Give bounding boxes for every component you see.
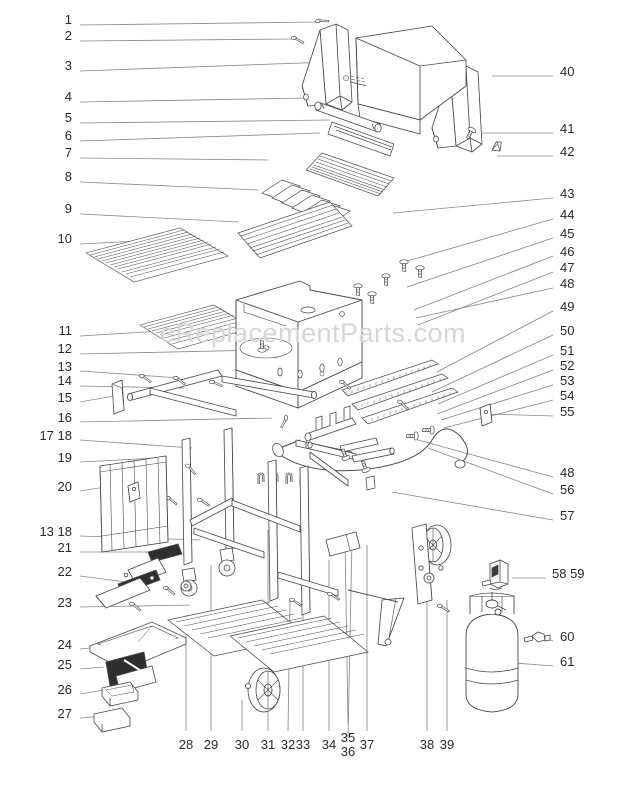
callout-number: 23: [57, 595, 72, 610]
callout-number: 8: [64, 169, 72, 184]
callout-number: 10: [57, 231, 72, 246]
leader-line: [440, 384, 554, 421]
leader-line: [79, 439, 193, 449]
callout-number: 55: [560, 404, 575, 419]
leader-line: [79, 689, 105, 695]
callout-number: 22: [57, 564, 72, 579]
leader-line: [417, 271, 554, 326]
callout-number: 25: [57, 657, 72, 672]
leader-line: [391, 491, 554, 521]
callout-number: 4: [64, 89, 72, 104]
callout-number: 50: [560, 323, 575, 338]
callout-number: 46: [560, 244, 575, 259]
callout-number: 30: [234, 737, 250, 752]
leader-line: [79, 575, 127, 583]
callout-number: 47: [560, 260, 575, 275]
callout-number: 35: [340, 730, 356, 745]
leader-line: [417, 439, 554, 478]
leader-line: [79, 370, 181, 379]
callout-number: 9: [64, 201, 72, 216]
callout-number: 34: [321, 737, 337, 752]
callout-number: 5: [64, 110, 72, 125]
leader-line: [79, 213, 239, 223]
callout-number: 41: [560, 121, 575, 136]
callout-number: 61: [560, 654, 575, 669]
leader-line: [79, 21, 319, 26]
callout-number: 26: [57, 682, 72, 697]
callout-number: 6: [64, 128, 72, 143]
callout-number: 14: [57, 373, 72, 388]
callout-number: 13 18: [39, 524, 72, 539]
callout-number: 48: [560, 276, 575, 291]
callout-number: 1: [64, 12, 72, 27]
callout-number: 32: [280, 737, 296, 752]
callout-number: 2: [64, 28, 72, 43]
callout-number: 42: [560, 144, 575, 159]
leader-line: [436, 310, 554, 373]
callout-number: 27: [57, 706, 72, 721]
leader-line: [403, 218, 554, 263]
leader-line: [79, 61, 331, 72]
callout-number: 49: [560, 299, 575, 314]
callout-number: 3: [64, 58, 72, 73]
callout-number: 37: [359, 737, 375, 752]
callout-number: 56: [560, 482, 575, 497]
callout-number: 28: [178, 737, 194, 752]
callout-number: 58 59: [552, 566, 585, 581]
callout-number: 39: [439, 737, 455, 752]
callout-number: 40: [560, 64, 575, 79]
callout-number: 52: [560, 358, 575, 373]
callout-number: 45: [560, 226, 575, 241]
leader-line: [79, 395, 115, 403]
callout-number: 51: [560, 343, 575, 358]
leader-line: [79, 119, 331, 124]
callout-number: 17 18: [39, 428, 72, 443]
leader-line: [431, 334, 554, 393]
callout-number: 20: [57, 479, 72, 494]
leader-line: [392, 197, 554, 214]
leader-line: [79, 157, 269, 161]
callout-number: 24: [57, 637, 72, 652]
callout-number: 33: [295, 737, 311, 752]
callout-number: 44: [560, 207, 575, 222]
callout-number: 15: [57, 390, 72, 405]
callout-number: 54: [560, 388, 575, 403]
leader-line: [79, 132, 321, 142]
callout-number: 19: [57, 450, 72, 465]
leader-line: [415, 287, 554, 319]
leader-line: [427, 447, 554, 495]
leader-line: [436, 369, 554, 415]
leader-line: [79, 38, 293, 42]
leader-line: [437, 354, 554, 405]
callout-number: 13: [57, 359, 72, 374]
leader-line: [79, 417, 273, 423]
leader-line: [413, 255, 554, 311]
callout-number: 11: [58, 323, 73, 338]
callout-number: 60: [560, 629, 575, 644]
callout-number: 36: [340, 744, 356, 759]
callout-number: 21: [57, 540, 72, 555]
callout-number: 7: [64, 145, 72, 160]
callout-number: 12: [57, 341, 72, 356]
leader-line: [79, 666, 105, 670]
callout-number: 16: [57, 410, 72, 425]
leader-line: [79, 181, 259, 191]
callout-number: 38: [419, 737, 435, 752]
callout-number: 48: [560, 465, 575, 480]
leader-line: [406, 237, 554, 288]
callout-number: 53: [560, 373, 575, 388]
callout-number: 29: [203, 737, 219, 752]
leader-line: [79, 457, 159, 463]
callout-number: 43: [560, 186, 575, 201]
leader-line: [79, 349, 263, 355]
leader-line: [486, 413, 554, 417]
callout-number: 31: [260, 737, 276, 752]
leader-line: [79, 97, 309, 103]
callout-number: 57: [560, 508, 575, 523]
